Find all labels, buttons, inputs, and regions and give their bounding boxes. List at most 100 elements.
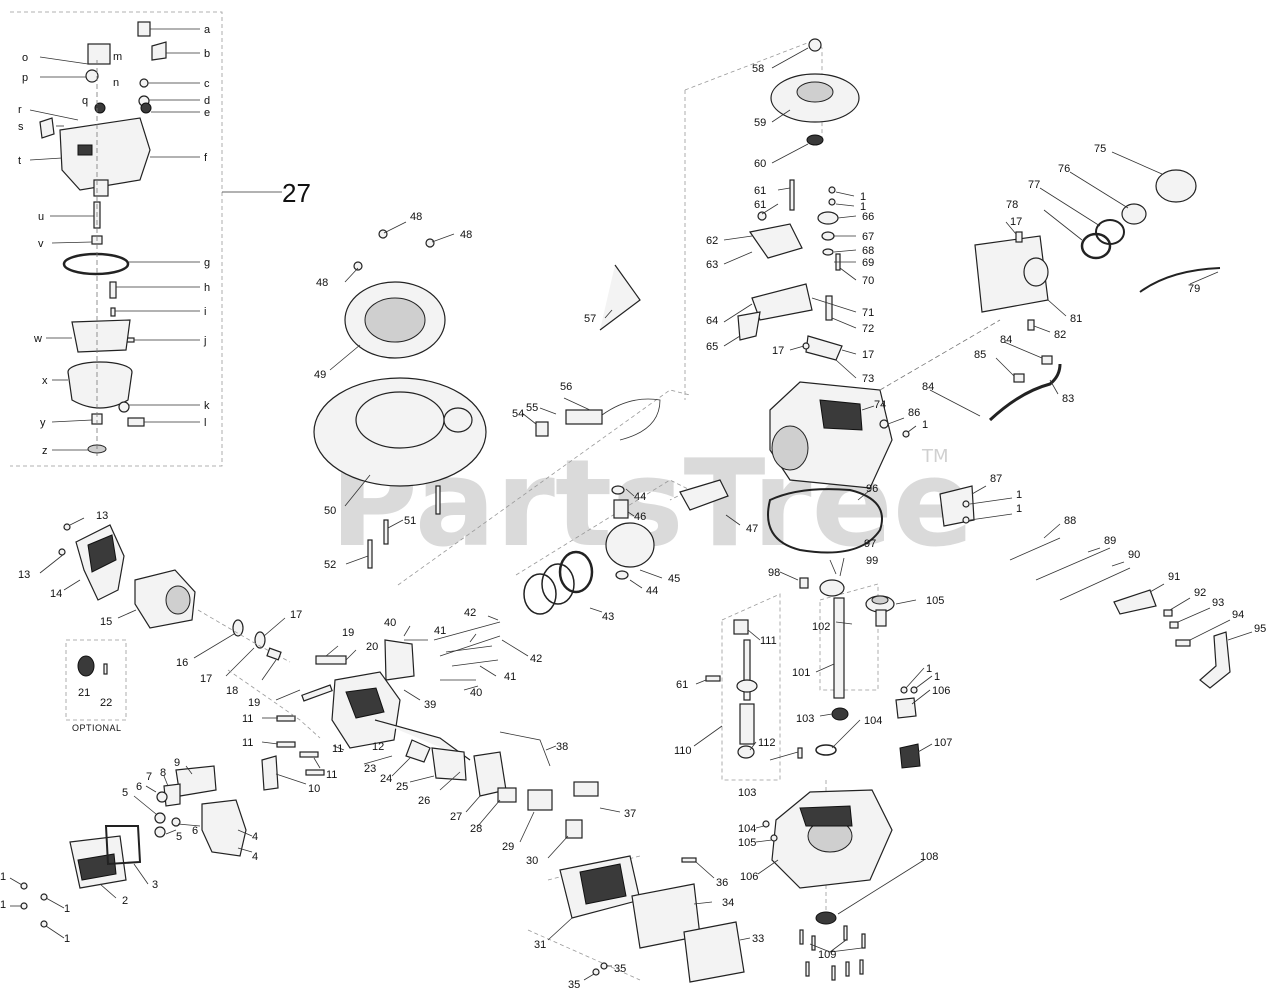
callout-76: 76 bbox=[1058, 163, 1070, 175]
gasket-78 bbox=[1080, 232, 1112, 260]
bolt-11c bbox=[299, 751, 319, 758]
callout-66: 66 bbox=[862, 211, 874, 223]
callout-n: n bbox=[113, 77, 119, 89]
cam-111 bbox=[733, 619, 749, 635]
callout-85: 85 bbox=[974, 349, 986, 361]
callout-y: y bbox=[40, 417, 46, 429]
callout-s: s bbox=[18, 121, 24, 133]
washer-5a bbox=[154, 812, 166, 824]
screw-104b bbox=[762, 820, 770, 828]
callout-98: 98 bbox=[768, 567, 780, 579]
fuel-line-79 bbox=[1139, 267, 1221, 293]
callout-62: 62 bbox=[706, 235, 718, 247]
lever-91 bbox=[1113, 589, 1157, 615]
exhaust-group bbox=[39, 517, 291, 677]
callout-4a: 4 bbox=[252, 831, 258, 843]
carburetor-detail-frame bbox=[10, 11, 223, 467]
callout-18: 18 bbox=[226, 685, 238, 697]
callout-44b: 44 bbox=[646, 585, 658, 597]
nut-58 bbox=[808, 38, 822, 52]
callout-1d: 1 bbox=[64, 933, 70, 945]
callout-48b: 48 bbox=[460, 229, 472, 241]
callout-57: 57 bbox=[584, 313, 596, 325]
gasket-3 bbox=[104, 825, 142, 866]
callout-40a: 40 bbox=[384, 617, 396, 629]
callout-39: 39 bbox=[424, 699, 436, 711]
screw-1d bbox=[962, 500, 970, 508]
carb-throttle-shaft bbox=[87, 43, 111, 65]
screw-1a bbox=[828, 186, 836, 194]
piston-outline bbox=[515, 479, 691, 576]
callout-22: 22 bbox=[100, 697, 112, 709]
callout-25: 25 bbox=[396, 781, 408, 793]
tube-55 bbox=[565, 409, 603, 425]
gasket-28 bbox=[497, 787, 517, 803]
callout-105b: 105 bbox=[738, 837, 756, 849]
callout-106b: 106 bbox=[740, 871, 758, 883]
callout-96: 96 bbox=[866, 483, 878, 495]
callout-48c: 48 bbox=[316, 277, 328, 289]
screw-105 bbox=[770, 834, 778, 842]
callout-1h: 1 bbox=[860, 191, 866, 203]
callout-94: 94 bbox=[1232, 609, 1244, 621]
governor-plate-63 bbox=[748, 223, 803, 259]
sump-group bbox=[755, 789, 925, 981]
rod-90 bbox=[1059, 567, 1131, 601]
control-bracket-group bbox=[939, 485, 1253, 689]
crankcase-group bbox=[767, 319, 1001, 554]
callout-11b: 11 bbox=[242, 737, 253, 749]
cam-shaft-102 bbox=[875, 609, 887, 627]
callout-9: 9 bbox=[174, 757, 180, 769]
callout-26: 26 bbox=[418, 795, 430, 807]
gasket-16 bbox=[232, 619, 244, 637]
callout-1m: 1 bbox=[926, 663, 932, 675]
air-filter-group bbox=[527, 855, 751, 983]
cam-66 bbox=[817, 211, 839, 225]
carb-screw-s bbox=[39, 117, 55, 139]
nut-35a bbox=[592, 968, 600, 976]
callout-24: 24 bbox=[380, 773, 392, 785]
callout-70: 70 bbox=[862, 275, 874, 287]
starter-nut-48c bbox=[353, 261, 363, 271]
callout-1n: 1 bbox=[934, 671, 940, 683]
callout-47: 47 bbox=[746, 523, 758, 535]
seal-54 bbox=[535, 421, 549, 437]
assembly-label: 27 bbox=[282, 178, 311, 208]
callout-38: 38 bbox=[556, 741, 568, 753]
washer-67 bbox=[821, 231, 835, 241]
carb-needle-h bbox=[109, 281, 117, 299]
carb-bowl-x bbox=[67, 371, 133, 409]
callout-44a: 44 bbox=[634, 491, 646, 503]
washer-112 bbox=[737, 745, 755, 759]
callout-1l: 1 bbox=[1016, 503, 1022, 515]
breather-hose-56 bbox=[601, 398, 661, 441]
plate-10 bbox=[261, 755, 279, 791]
washer-104 bbox=[815, 744, 837, 756]
callout-6a: 6 bbox=[136, 781, 142, 793]
gear-103 bbox=[831, 707, 849, 721]
callout-1c: 1 bbox=[64, 903, 70, 915]
callout-103a: 103 bbox=[796, 713, 814, 725]
callout-c: c bbox=[204, 78, 210, 90]
callout-51: 51 bbox=[404, 515, 416, 527]
callout-81: 81 bbox=[1070, 313, 1082, 325]
callout-1j: 1 bbox=[922, 419, 928, 431]
callout-75: 75 bbox=[1094, 143, 1106, 155]
callout-46: 46 bbox=[634, 511, 646, 523]
callout-72: 72 bbox=[862, 323, 874, 335]
carb-body-detail bbox=[77, 144, 93, 156]
carb-gasket-g bbox=[62, 252, 130, 276]
callout-84b: 84 bbox=[922, 381, 934, 393]
piston-group bbox=[515, 479, 741, 615]
callout-20: 20 bbox=[366, 641, 378, 653]
governor-107 bbox=[899, 743, 921, 769]
callout-11a: 11 bbox=[242, 713, 253, 725]
callout-50: 50 bbox=[324, 505, 336, 517]
callout-35a: 35 bbox=[568, 979, 580, 991]
callout-8: 8 bbox=[160, 767, 166, 779]
watermark-tm: TM bbox=[921, 446, 949, 467]
carb-float-w bbox=[71, 319, 131, 353]
callout-1i: 1 bbox=[860, 201, 866, 213]
bolt-42b bbox=[439, 635, 501, 657]
callout-110: 110 bbox=[674, 745, 692, 757]
